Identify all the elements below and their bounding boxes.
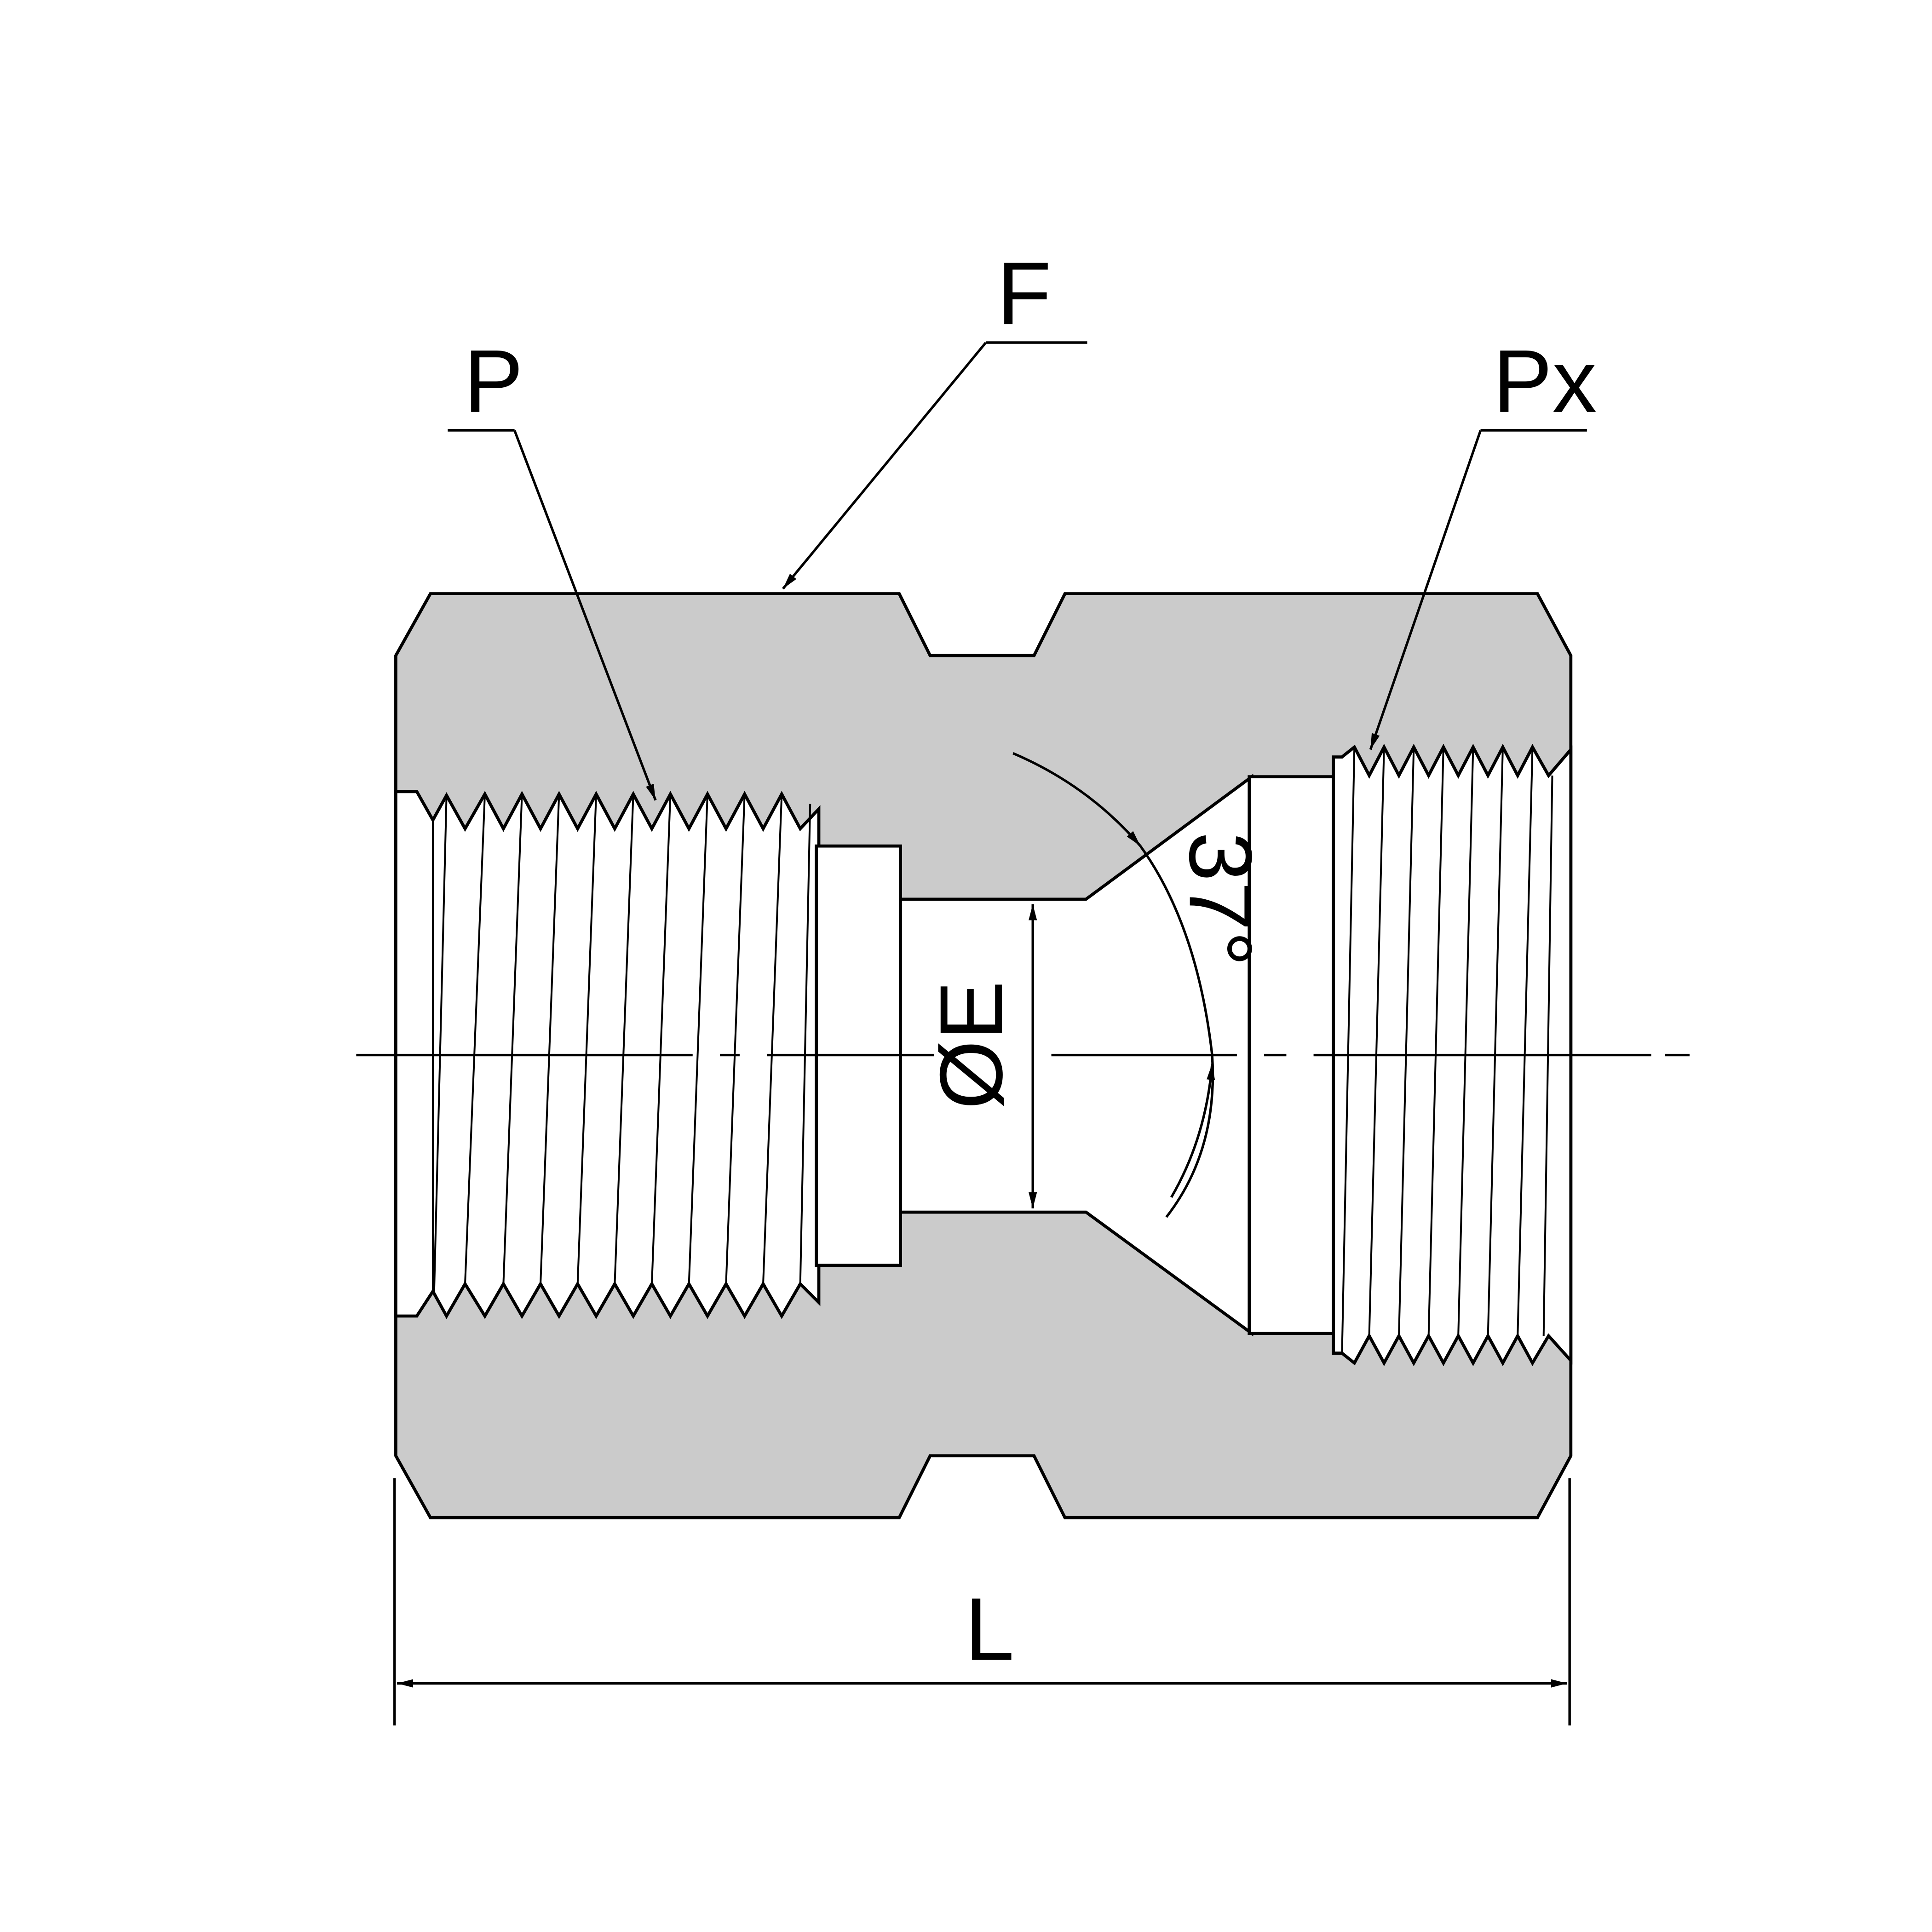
angle-dimension-arc: [1012, 752, 1215, 1218]
leader-px: [1369, 429, 1587, 750]
label-f: F: [997, 244, 1051, 343]
left-thread-lines: [432, 794, 811, 1293]
label-p: P: [464, 332, 523, 431]
label-angle: 37°: [1171, 832, 1270, 966]
label-px: Px: [1493, 332, 1597, 431]
length-dimension: [393, 1478, 1571, 1725]
leader-p: [448, 429, 657, 801]
leader-f: [782, 341, 1087, 590]
label-diameter: ØE: [922, 981, 1021, 1110]
label-length: L: [965, 1580, 1014, 1679]
